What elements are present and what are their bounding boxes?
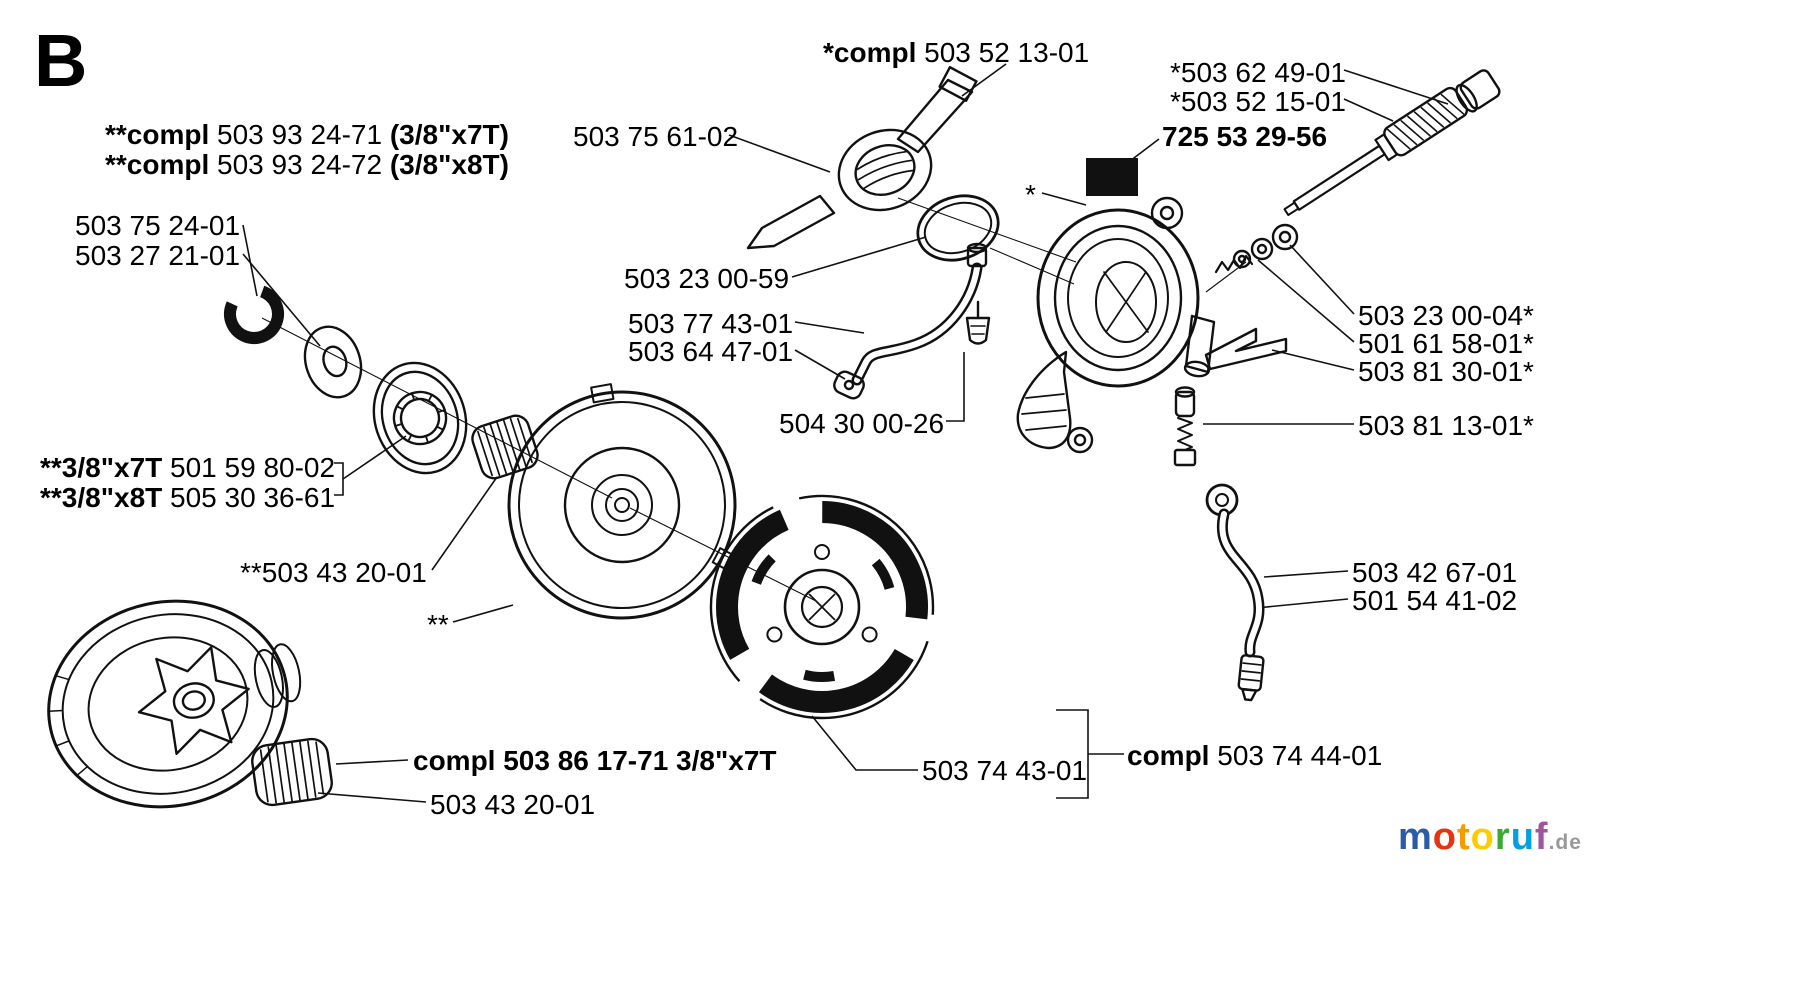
label-bold: compl 503 86 17-71 3/8"x7T bbox=[413, 745, 777, 776]
label-503-74-43-01: 503 74 43-01 bbox=[922, 755, 1088, 786]
label-505-30-36-61: **3/8"x8T 505 30 36-61 bbox=[40, 483, 335, 512]
label-bold: **compl bbox=[105, 119, 210, 150]
spur-sprocket bbox=[47, 599, 302, 809]
label-compl-503-93-24-71: **compl 503 93 24-71 (3/8"x7T) bbox=[105, 120, 509, 149]
label-504-30-00-26: 504 30 00-26 bbox=[779, 408, 945, 439]
label-503-27-21-01: 503 27 21-01 bbox=[75, 240, 241, 271]
label-503-43-20-01-lower: 503 43 20-01 bbox=[430, 789, 596, 820]
label-503-62-49-01: *503 62 49-01 bbox=[1170, 57, 1346, 88]
label-501-54-41-02: 501 54 41-02 bbox=[1352, 585, 1518, 616]
label-bold: (3/8"x7T) bbox=[389, 119, 509, 150]
oil-strainer bbox=[965, 300, 991, 345]
label-compl-503-86-17-71: compl 503 86 17-71 3/8"x7T bbox=[413, 746, 777, 775]
shaft-cap bbox=[1455, 69, 1501, 113]
label-double-asterisk: ** bbox=[427, 609, 449, 640]
label-503-75-61-02: 503 75 61-02 bbox=[573, 121, 739, 152]
worm-gear-shaft bbox=[1283, 69, 1501, 217]
oiler-screw bbox=[1173, 386, 1197, 467]
sprocket-rim bbox=[372, 361, 468, 475]
section-letter: B bbox=[34, 19, 88, 102]
grommet bbox=[833, 370, 865, 400]
leader-lines bbox=[242, 63, 1449, 803]
part-reference-box bbox=[1086, 158, 1138, 196]
label-compl-503-52-13-01: *compl 503 52 13-01 bbox=[823, 38, 1089, 67]
label-bold: compl bbox=[1127, 740, 1210, 771]
label-bold: (3/8"x8T) bbox=[389, 149, 509, 180]
label-503-81-13-01: 503 81 13-01* bbox=[1358, 410, 1534, 441]
label-num: 501 59 80-02 bbox=[170, 452, 336, 483]
label-725-53-29-56: 725 53 29-56 bbox=[1162, 122, 1327, 151]
label-503-77-43-01: 503 77 43-01 bbox=[628, 308, 794, 339]
label-503-23-00-59: 503 23 00-59 bbox=[624, 263, 790, 294]
label-bold: **compl bbox=[105, 149, 210, 180]
oil-pump-housing bbox=[1016, 196, 1216, 454]
label-num: 503 74 44-01 bbox=[1217, 740, 1383, 771]
washer bbox=[303, 325, 363, 399]
label-num: 505 30 36-61 bbox=[170, 482, 336, 513]
label-num: 503 52 13-01 bbox=[924, 37, 1090, 68]
seal-ring bbox=[916, 194, 1000, 262]
needle-bearing-upper bbox=[471, 414, 539, 480]
label-compl-503-74-44-01: compl 503 74 44-01 bbox=[1127, 741, 1382, 770]
label-503-43-20-01-upper: **503 43 20-01 bbox=[240, 557, 427, 588]
washers-and-spring bbox=[1214, 223, 1299, 274]
label-503-23-00-04: 503 23 00-04* bbox=[1358, 300, 1534, 331]
label-asterisk-pump: * bbox=[1025, 179, 1036, 210]
retaining-clip bbox=[224, 284, 284, 344]
label-bold: 725 53 29-56 bbox=[1162, 121, 1328, 152]
clutch-drum bbox=[507, 383, 737, 620]
oil-hose bbox=[1205, 483, 1265, 702]
motoruf-logo[interactable]: motoruf.de bbox=[1398, 816, 1582, 858]
label-503-64-47-01: 503 64 47-01 bbox=[628, 336, 794, 367]
label-num: 503 93 24-72 bbox=[217, 149, 383, 180]
label-bold: **3/8"x8T bbox=[40, 482, 163, 513]
oil-pickup-tube bbox=[851, 242, 991, 386]
label-bold: *compl bbox=[823, 37, 917, 68]
label-503-52-15-01: *503 52 15-01 bbox=[1170, 86, 1346, 117]
pump-bracket bbox=[746, 66, 978, 250]
clutch-assembly bbox=[709, 494, 935, 720]
needle-bearing-lower bbox=[251, 737, 333, 807]
clutch-tool bbox=[1204, 327, 1288, 371]
label-501-59-80-02: **3/8"x7T 501 59 80-02 bbox=[40, 453, 335, 482]
label-501-61-58-01: 501 61 58-01* bbox=[1358, 328, 1534, 359]
label-503-42-67-01: 503 42 67-01 bbox=[1352, 557, 1518, 588]
label-compl-503-93-24-72: **compl 503 93 24-72 (3/8"x8T) bbox=[105, 150, 509, 179]
label-num: 503 93 24-71 bbox=[217, 119, 383, 150]
label-503-81-30-01: 503 81 30-01* bbox=[1358, 356, 1534, 387]
label-bold: **3/8"x7T bbox=[40, 452, 163, 483]
label-503-75-24-01: 503 75 24-01 bbox=[75, 210, 241, 241]
